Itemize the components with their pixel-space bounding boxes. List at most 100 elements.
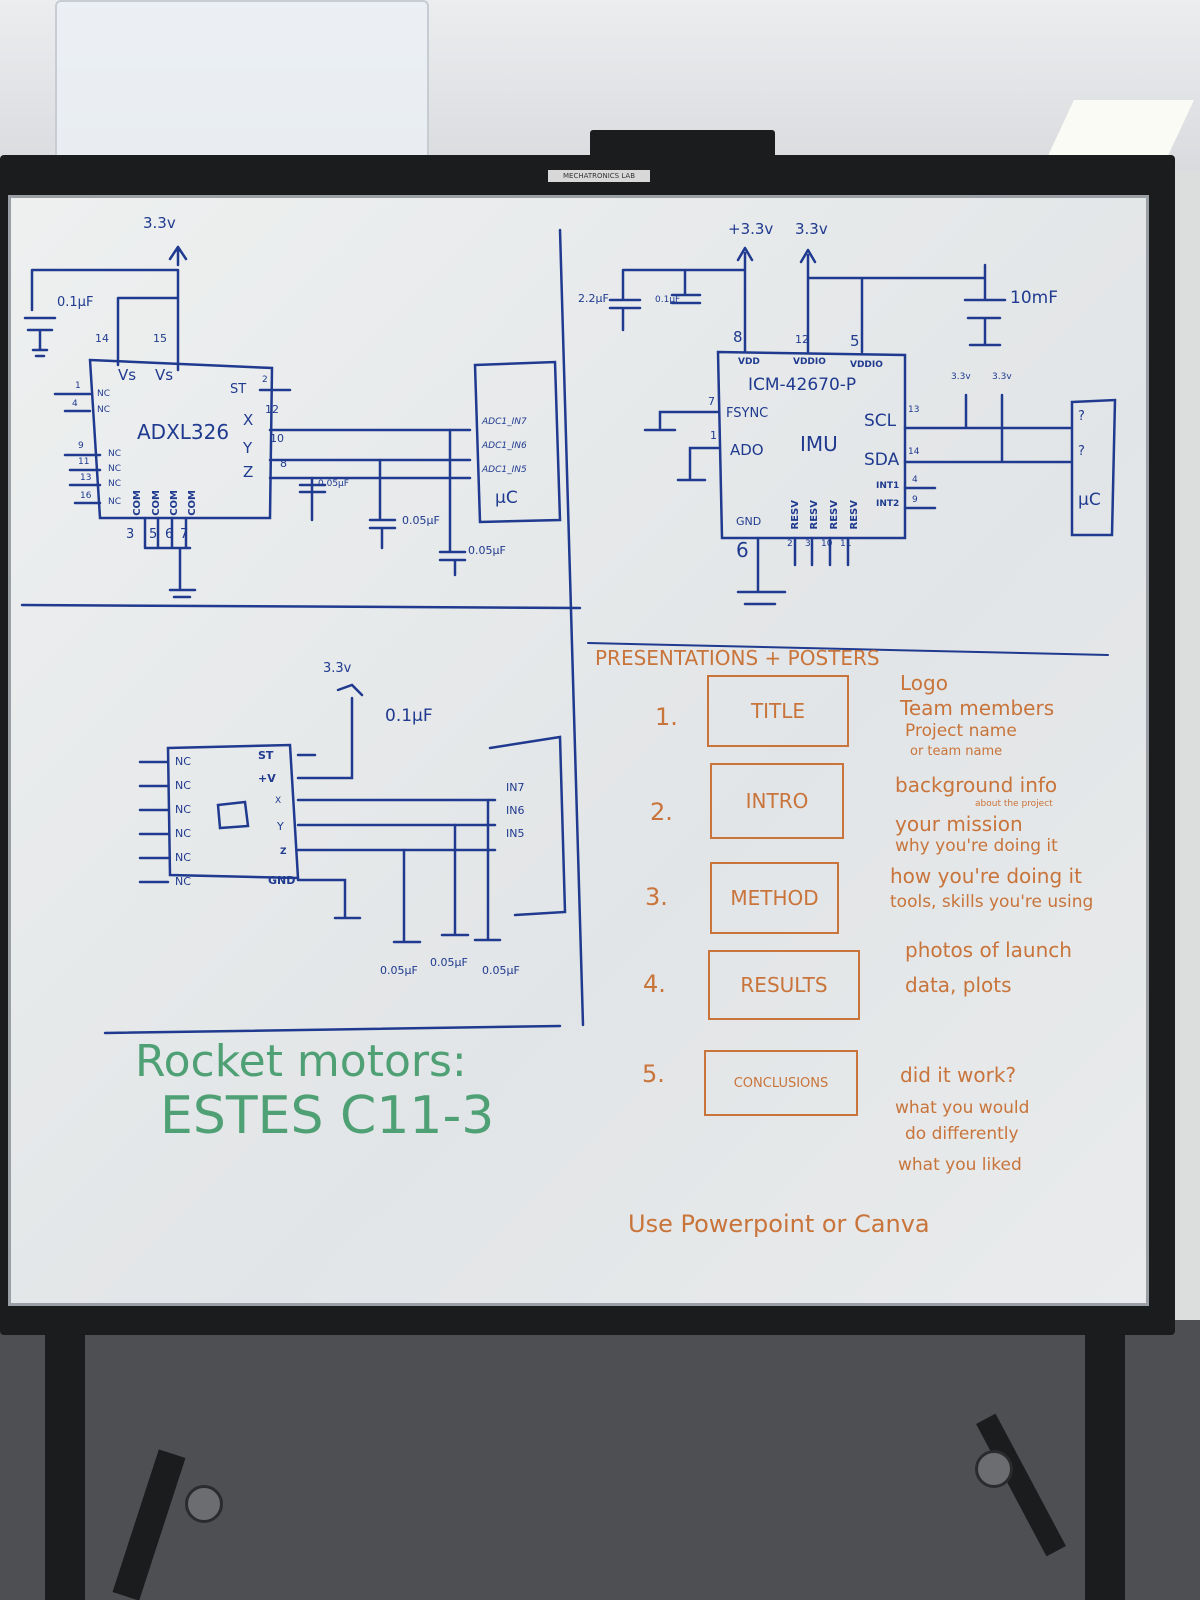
pullup-label: 3.3v [992,372,1012,382]
pin-label: 5 [850,332,860,350]
pin-name: FSYNC [726,406,769,421]
supply-label: +3.3v [728,220,774,238]
section-number: 4. [643,970,666,998]
adxl-wires [20,228,585,1027]
pin-label: 13 [80,473,92,483]
pin-label: 8 [280,457,287,470]
chip-center-label: IMU [800,432,838,456]
pin-name: ST [230,382,247,397]
pin-label: 3 [805,539,811,549]
pin-name: Y [277,820,284,833]
bullet: do differently [905,1124,1019,1144]
section-title: METHOD [730,886,819,910]
bullet: background info [895,773,1058,797]
adc-pin: ADC1_IN5 [482,465,527,475]
bullet: did it work? [900,1063,1017,1087]
storage-bin [55,0,429,164]
pin-label: 7 [180,527,189,542]
supply-label: 3.3v [323,661,352,676]
pin-label: 10 [821,539,833,549]
generic-wires [103,683,567,1035]
section-box-intro: INTRO [710,763,844,839]
resv-label: RESV [809,500,820,530]
section-box-title: TITLE [707,675,849,747]
pin-label: 10 [270,432,284,445]
input-pin: IN5 [506,827,525,840]
pin-label: 14 [95,332,109,345]
bullet: Team members [900,696,1055,720]
bullet: why you're doing it [895,836,1058,856]
pin-label: 1 [710,429,717,442]
pin-label: 12 [795,333,809,346]
com-label: COM [132,490,143,516]
section-box-conclusions: CONCLUSIONS [704,1050,858,1116]
section-title: INTRO [745,789,809,813]
cap-label: 0.05µF [402,514,440,527]
nc-label: NC [175,851,191,864]
section-number: 2. [650,798,673,826]
pin-label: 16 [80,491,92,501]
wheel [975,1450,1013,1488]
pin-name: Y [243,439,253,457]
pin-label: 9 [78,441,84,451]
bullet: photos of launch [905,938,1072,962]
bullet: Project name [905,721,1017,741]
pin-name: VDDIO [850,360,883,370]
section-title: RESULTS [740,973,828,997]
whiteboard-surface [8,195,1149,1306]
pin-label: 6 [165,527,174,542]
pin-name: Vs [118,366,137,384]
nc-label: NC [97,405,111,415]
pin-label: 4 [72,399,78,409]
cap-label: 0.1µF [655,295,681,305]
pin-name: Z [243,463,254,481]
presentation-heading: PRESENTATIONS + POSTERS [595,646,880,670]
bullet: Logo [900,671,948,695]
bullet-note: or team name [910,744,1003,759]
pin-name: VDD [738,357,760,367]
imu-wires [608,246,1117,606]
cap-label: 0.05µF [468,544,506,557]
section-number: 1. [655,703,678,731]
bullet-note: about the project [975,799,1053,809]
board-leg-right [1085,1320,1125,1600]
pin-name: SCL [864,411,897,431]
resv-label: RESV [849,500,860,530]
pin-label: 2 [787,539,793,549]
nc-label: NC [108,479,122,489]
resv-label: RESV [829,500,840,530]
pin-label: 13 [908,405,920,415]
nc-label: NC [175,803,191,816]
nc-label: NC [108,464,122,474]
cap-label: 2.2µF [578,292,609,305]
pin-label: 11 [840,539,852,549]
chip-name: ADXL326 [137,420,230,444]
wheel [185,1485,223,1523]
quadrant-divider [587,642,1109,656]
section-box-method: METHOD [710,862,839,934]
nc-label: NC [175,779,191,792]
pin-name: INT1 [876,481,900,491]
cap-label: 0.1µF [57,295,94,310]
nc-label: NC [108,497,122,507]
brand-label: MECHATRONICS LAB [548,170,650,182]
pin-name: INT2 [876,499,900,509]
pin-name: Z [280,847,287,857]
bullet: data, plots [905,973,1012,997]
chip-name: ICM-42670-P [748,375,857,395]
pin-name: GND [268,874,296,887]
nc-label: NC [175,755,191,768]
pin-name: GND [736,515,762,528]
nc-label: NC [175,827,191,840]
pin-label: 9 [912,495,918,505]
input-pin: IN7 [506,781,525,794]
pin-label: 8 [733,328,743,346]
adc-pin: ADC1_IN6 [482,441,527,451]
pin-label: 14 [908,447,920,457]
section-number: 3. [645,883,668,911]
mcu-pin: ? [1078,444,1085,459]
bullet: tools, skills you're using [890,892,1094,912]
pin-label: 12 [265,403,279,416]
